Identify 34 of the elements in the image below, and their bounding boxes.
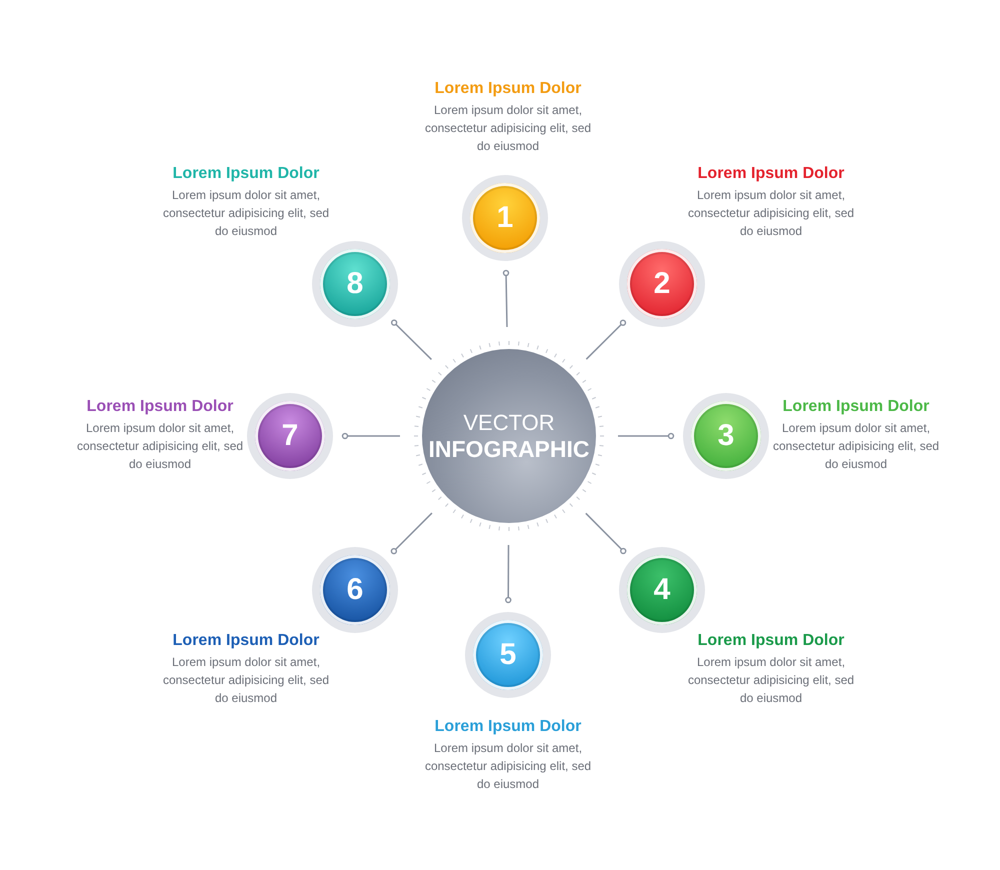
step-number: 7 (282, 419, 298, 453)
connector-line (342, 432, 400, 440)
step-number: 3 (718, 419, 734, 453)
step-heading: Lorem Ipsum Dolor (172, 165, 320, 183)
step-heading: Lorem Ipsum Dolor (782, 398, 930, 416)
step-description: Lorem ipsum dolor sit amet, consectetur adipisicing elit, sed do eiusmod (686, 654, 856, 707)
step-number: 8 (346, 267, 364, 301)
step-heading: Lorem Ipsum Dolor (696, 165, 846, 183)
connector-line (586, 320, 626, 360)
center-title: VECTOR (463, 410, 555, 436)
step-heading: Lorem Ipsum Dolor (696, 632, 846, 650)
step-number: 6 (346, 573, 364, 607)
step-description: Lorem ipsum dolor sit amet, consectetur adipisicing elit, sed do eiusmod (686, 187, 856, 240)
step-description: Lorem ipsum dolor sit amet, consectetur adipisicing elit, sed do eiusmod (424, 102, 592, 155)
step-number: 4 (654, 573, 670, 607)
connector-line (391, 319, 432, 360)
connector-line (618, 432, 674, 440)
step-description: Lorem ipsum dolor sit amet, consectetur adipisicing elit, sed do eiusmod (424, 740, 592, 793)
connector-line (502, 270, 510, 328)
connector-line (390, 512, 432, 554)
connector-line (585, 512, 626, 554)
center-title: INFOGRAPHIC (428, 436, 590, 462)
step-description: Lorem ipsum dolor sit amet, consectetur adipisicing elit, sed do eiusmod (76, 420, 244, 473)
connector-line (505, 545, 512, 604)
step-heading: Lorem Ipsum Dolor (86, 398, 234, 416)
step-number: 1 (496, 201, 514, 235)
step-heading: Lorem Ipsum Dolor (434, 718, 582, 736)
step-description: Lorem ipsum dolor sit amet, consectetur adipisicing elit, sed do eiusmod (162, 654, 330, 707)
step-description: Lorem ipsum dolor sit amet, consectetur adipisicing elit, sed do eiusmod (772, 420, 940, 473)
step-heading: Lorem Ipsum Dolor (434, 80, 582, 98)
step-heading: Lorem Ipsum Dolor (172, 632, 320, 650)
step-number: 5 (500, 638, 516, 672)
step-description: Lorem ipsum dolor sit amet, consectetur adipisicing elit, sed do eiusmod (162, 187, 330, 240)
step-number: 2 (654, 267, 670, 301)
